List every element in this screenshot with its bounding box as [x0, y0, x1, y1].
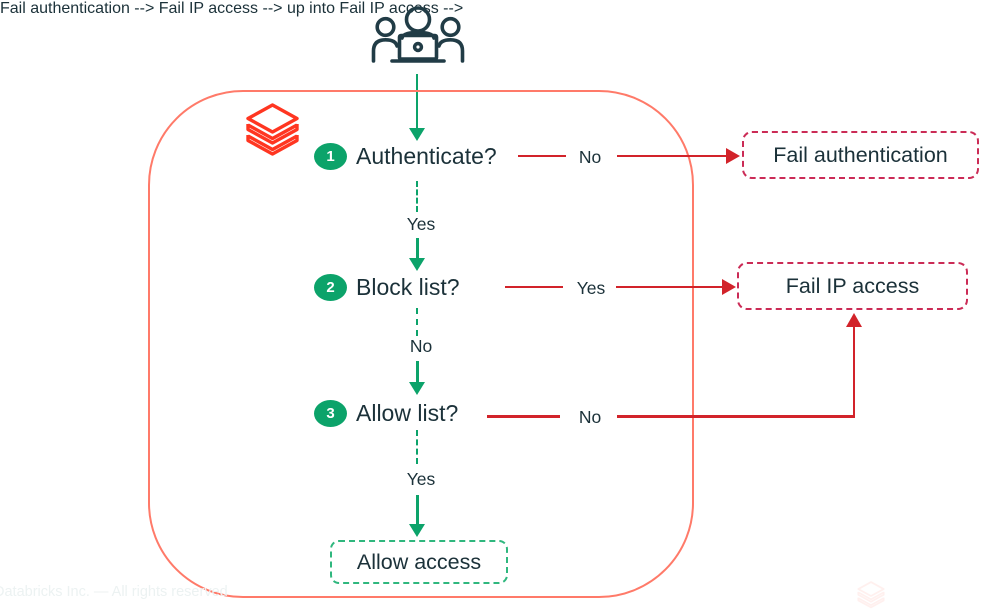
branch-1-label: No: [567, 147, 613, 168]
step-3-label: Allow list?: [356, 400, 459, 426]
step-1-label: Authenticate?: [356, 143, 497, 169]
branch-1-line-left: [518, 154, 566, 157]
branch-3-line-right: [617, 415, 855, 418]
connector-3-dashed-line: [416, 430, 418, 464]
fail-ip-access-label: Fail IP access: [785, 273, 920, 298]
branch-1-line-right: [617, 154, 727, 157]
entry-arrow-line: [415, 74, 419, 129]
entry-arrow-head-icon: [408, 128, 425, 141]
users-group-icon: [371, 6, 465, 63]
connector-3-label: Yes: [398, 469, 444, 490]
branch-2-arrow-head-icon: [722, 279, 736, 295]
outcome-box-fail-authentication: Fail authentication: [742, 131, 979, 179]
connector-2-arrow-line: [416, 361, 419, 384]
databricks-logo-icon: [246, 103, 299, 156]
step-3-badge: 3: [314, 400, 347, 427]
branch-2-label: Yes: [566, 278, 616, 299]
step-2-badge: 2: [314, 274, 347, 301]
allow-access-label: Allow access: [356, 549, 482, 574]
branch-2-line-right: [616, 285, 723, 288]
copyright-watermark: Databricks Inc. — All rights reserved: [0, 584, 228, 600]
step-1-badge: 1: [314, 143, 347, 170]
branch-3-label: No: [567, 407, 613, 428]
outcome-box-allow-access: Allow access: [330, 540, 508, 584]
connector-1-arrow-line: [416, 238, 419, 260]
connector-2-label: No: [398, 336, 444, 357]
step-2-number: 2: [326, 279, 335, 296]
branch-3-line-left: [487, 415, 560, 418]
step-2-label: Block list?: [356, 274, 460, 300]
connector-1-label: Yes: [398, 214, 444, 235]
connector-3-arrow-head-icon: [408, 524, 425, 537]
branch-2-line-left: [505, 285, 563, 288]
databricks-boundary-box: [148, 90, 694, 598]
branch-1-arrow-head-icon: [726, 148, 740, 164]
step-3-number: 3: [326, 405, 335, 422]
step-1-number: 1: [326, 148, 335, 165]
connector-3-arrow-line: [416, 495, 419, 525]
fail-authentication-label: Fail authentication: [773, 142, 948, 167]
connector-1-dashed-line: [416, 181, 418, 212]
branch-3-line-up: [852, 326, 855, 417]
databricks-logo-watermark-icon: [857, 581, 885, 609]
branch-3-arrow-head-icon: [846, 313, 862, 327]
outcome-box-fail-ip-access: Fail IP access: [737, 262, 968, 310]
connector-2-dashed-line: [416, 308, 418, 336]
connector-2-arrow-head-icon: [408, 382, 425, 395]
connector-1-arrow-head-icon: [408, 258, 425, 271]
